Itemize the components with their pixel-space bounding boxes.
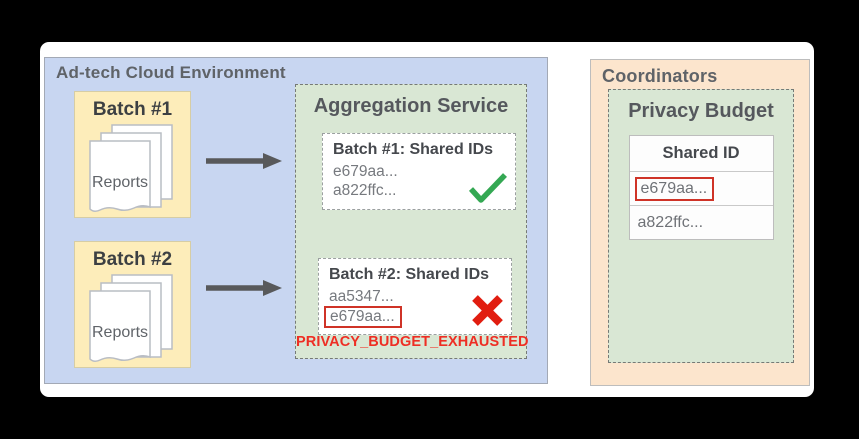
privacy-budget-box: Privacy Budget Shared ID e679aa... a822f…	[608, 89, 794, 363]
batch-2-box: Batch #2 Reports	[74, 241, 191, 368]
result-title: Batch #2: Shared IDs	[329, 266, 490, 283]
flow-arrow-batch-2	[206, 280, 282, 296]
shared-id-cell: a822ffc...	[637, 213, 704, 231]
reports-stack-icon: Reports	[88, 124, 173, 213]
result-title: Batch #1: Shared IDs	[333, 141, 494, 158]
table-header: Shared ID	[629, 136, 773, 172]
reports-label: Reports	[91, 174, 147, 191]
flagged-id-highlight: e679aa...	[634, 176, 715, 201]
coordinators-title: Coordinators	[602, 66, 718, 86]
shared-id: a822ffc...	[333, 182, 397, 199]
aggregation-service-box: Aggregation Service Batch #1: Shared IDs…	[295, 84, 529, 359]
flow-arrow-batch-1	[206, 153, 282, 169]
batch-1-title: Batch #1	[92, 99, 173, 120]
shared-id-flagged: e679aa...	[324, 306, 511, 328]
flagged-id-highlight: e679aa...	[324, 306, 402, 328]
coordinators-panel: Coordinators Privacy Budget Shared ID e6…	[590, 59, 810, 386]
failure-x-icon	[472, 295, 503, 326]
batch-1-result-card: Batch #1: Shared IDs e679aa... a822ffc..…	[322, 133, 516, 210]
privacy-budget-exhausted-label: PRIVACY_BUDGET_EXHAUSTED	[296, 334, 529, 350]
shared-id: aa5347...	[329, 288, 394, 305]
aggregation-service-title: Aggregation Service	[313, 95, 509, 117]
diagram-card: Ad-tech Cloud Environment Batch #1 Repor…	[40, 42, 814, 397]
table-row: a822ffc...	[629, 205, 773, 239]
success-check-icon	[468, 173, 507, 203]
batch-2-result-card: Batch #2: Shared IDs aa5347... e679aa...	[318, 258, 512, 335]
batch-2-title: Batch #2	[92, 249, 173, 270]
shared-id-table: Shared ID e679aa... a822ffc...	[628, 135, 774, 240]
table-row-flagged: e679aa...	[630, 172, 773, 205]
adtech-environment-title: Ad-tech Cloud Environment	[56, 63, 286, 82]
shared-id: e679aa...	[333, 163, 398, 180]
batch-1-box: Batch #1 Reports	[74, 91, 191, 218]
adtech-environment-panel: Ad-tech Cloud Environment Batch #1 Repor…	[44, 57, 548, 384]
reports-stack-icon: Reports	[88, 274, 173, 363]
privacy-budget-title: Privacy Budget	[628, 100, 774, 122]
reports-label: Reports	[91, 324, 147, 341]
